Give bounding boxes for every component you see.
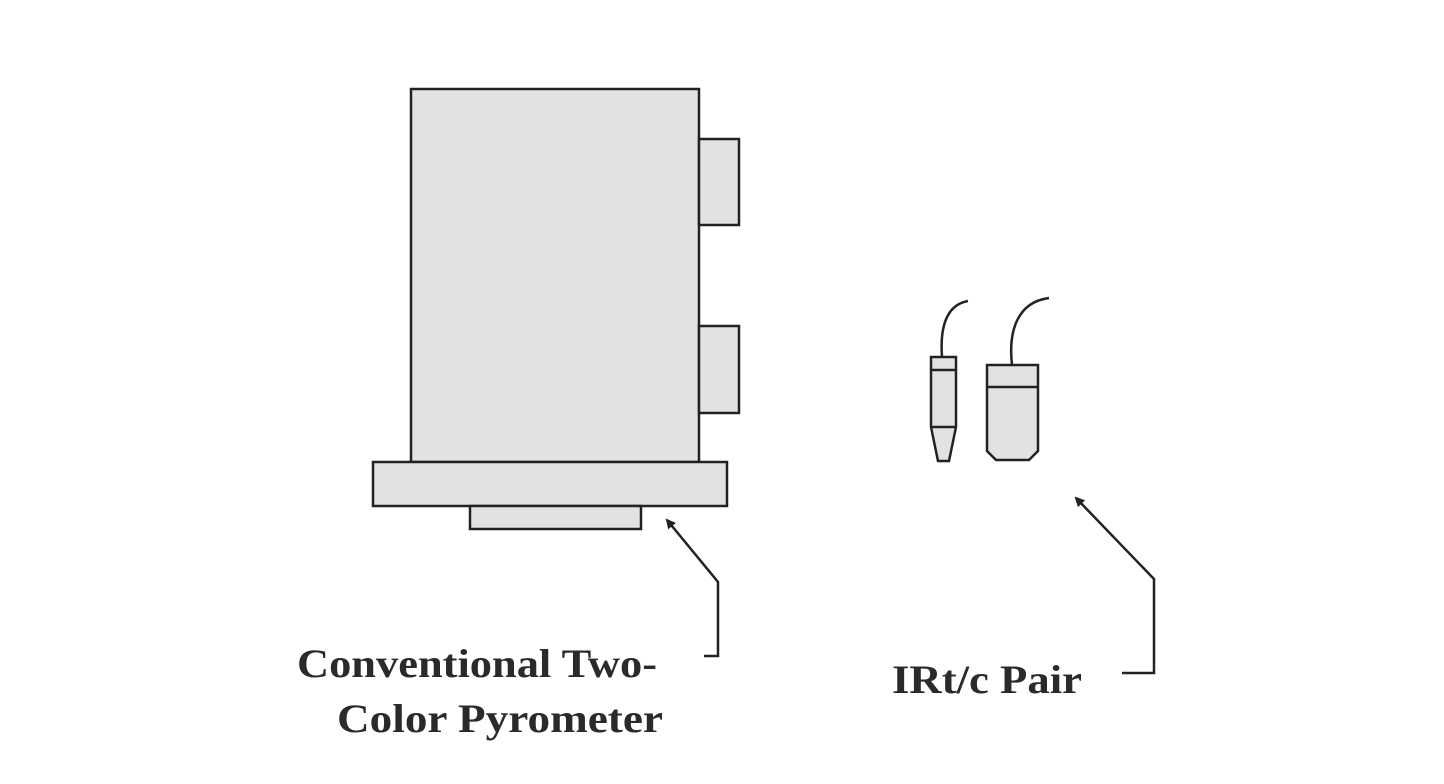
pyrometer-upper-connector <box>697 137 741 227</box>
pyrometer-base-plate <box>371 460 729 508</box>
irtc-leader-arrow <box>1074 496 1156 675</box>
pyrometer-lens-plate <box>468 504 643 531</box>
large-probe-cable <box>1009 296 1050 366</box>
small-probe-cable <box>940 299 969 358</box>
pyrometer-lower-connector <box>697 324 741 415</box>
pyrometer-label-line2: Color Pyrometer <box>337 696 663 741</box>
pyrometer-leader-arrow <box>665 518 720 658</box>
pyrometer-label-line1: Conventional Two- <box>297 641 657 686</box>
small-probe-body <box>929 355 958 463</box>
irtc-pair-label: IRt/c Pair <box>892 657 1082 702</box>
pyrometer-body <box>409 87 701 464</box>
large-probe-body <box>985 363 1040 462</box>
pyrometer-device <box>371 87 741 531</box>
irtc-pair-sensors <box>929 296 1050 463</box>
